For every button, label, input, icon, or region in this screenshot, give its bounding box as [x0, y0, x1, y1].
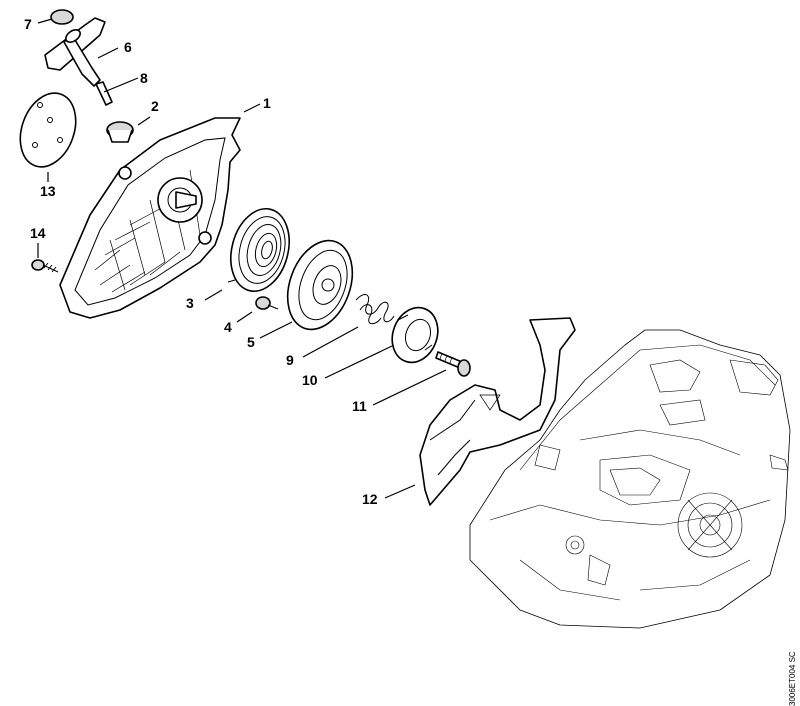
engine-housing	[469, 329, 791, 629]
callout-numbers: 1 2 3 4 5 6 7 8 9 10 11 12 13 14	[24, 16, 378, 507]
drawing-code-text: 3006ET004 SC	[788, 651, 797, 706]
screw-part-14	[31, 259, 59, 273]
leader-2	[137, 116, 151, 126]
callout-5: 5	[247, 334, 255, 350]
starter-rope-part-8	[95, 81, 113, 106]
callout-13: 13	[40, 183, 56, 199]
leader-4	[236, 311, 253, 323]
leader-11	[372, 369, 447, 406]
leader-lines	[37, 18, 447, 499]
rope-rotor-part-5	[286, 239, 354, 331]
callout-1: 1	[263, 95, 271, 111]
callout-4: 4	[224, 319, 232, 335]
callout-3: 3	[186, 295, 194, 311]
leader-12	[384, 484, 416, 499]
cover-plate-part-13	[19, 92, 77, 168]
leader-3	[204, 289, 223, 301]
callout-14: 14	[30, 225, 46, 241]
bolt-part-11	[435, 351, 471, 377]
callout-9: 9	[286, 352, 294, 368]
cap-part-7	[50, 9, 74, 25]
screw-part-4	[255, 296, 279, 310]
leader-10	[324, 345, 393, 379]
rewind-spring-part-3	[227, 207, 290, 293]
leader-6	[97, 47, 119, 59]
fan-housing-part-1	[59, 117, 241, 319]
leader-5	[259, 321, 293, 339]
leader-7	[37, 18, 53, 24]
callout-10: 10	[302, 372, 318, 388]
callout-6: 6	[124, 39, 132, 55]
callout-12: 12	[362, 491, 378, 507]
exploded-parts-diagram: 1 2 3 4 5 6 7 8 9 10 11 12 13 14	[19, 9, 791, 629]
leader-9	[302, 326, 359, 358]
leader-8	[103, 77, 139, 93]
guard-part-12	[419, 317, 576, 506]
pawl-carrier-part-10	[391, 306, 439, 364]
callout-8: 8	[140, 70, 148, 86]
callout-11: 11	[352, 398, 367, 414]
bushing-part-2	[106, 121, 134, 143]
callout-7: 7	[24, 16, 32, 32]
leader-1	[243, 103, 261, 113]
starter-grip-part-6	[44, 17, 106, 87]
spring-part-9	[355, 294, 395, 325]
callout-2: 2	[151, 98, 159, 114]
